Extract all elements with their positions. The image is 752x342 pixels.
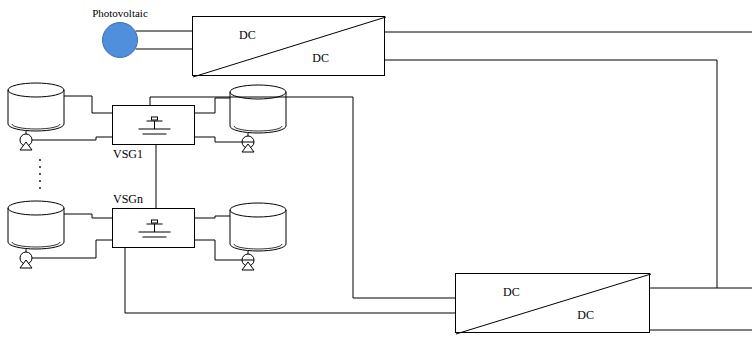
dcdc-converter: DC DC (455, 273, 650, 333)
power-line (136, 31, 192, 49)
switch-symbol (113, 209, 194, 247)
port-label: DC (312, 52, 329, 65)
power-line (125, 248, 455, 313)
port-label: DC (239, 29, 256, 42)
source-label: Photovoltaic (92, 7, 148, 19)
power-line (156, 145, 157, 208)
unit-label: VSG1 (113, 148, 143, 161)
pv-circle (102, 22, 138, 58)
power-line (385, 60, 717, 288)
output-wire (385, 32, 752, 330)
power-line (150, 97, 455, 298)
vsg-unit: VSGn (112, 208, 195, 248)
pipe (32, 96, 254, 260)
vsg-unit: VSG1 (112, 105, 195, 145)
converter-diagonal (193, 17, 384, 75)
ellipsis-dots (39, 159, 41, 189)
port-label: DC (503, 286, 520, 299)
port-label: DC (577, 309, 594, 322)
converter-diagonal (456, 274, 649, 332)
unit-label: VSGn (113, 193, 143, 206)
pv-source: Photovoltaic (102, 22, 138, 58)
dcdc-converter: DC DC (192, 16, 385, 76)
switch-symbol (113, 106, 194, 144)
